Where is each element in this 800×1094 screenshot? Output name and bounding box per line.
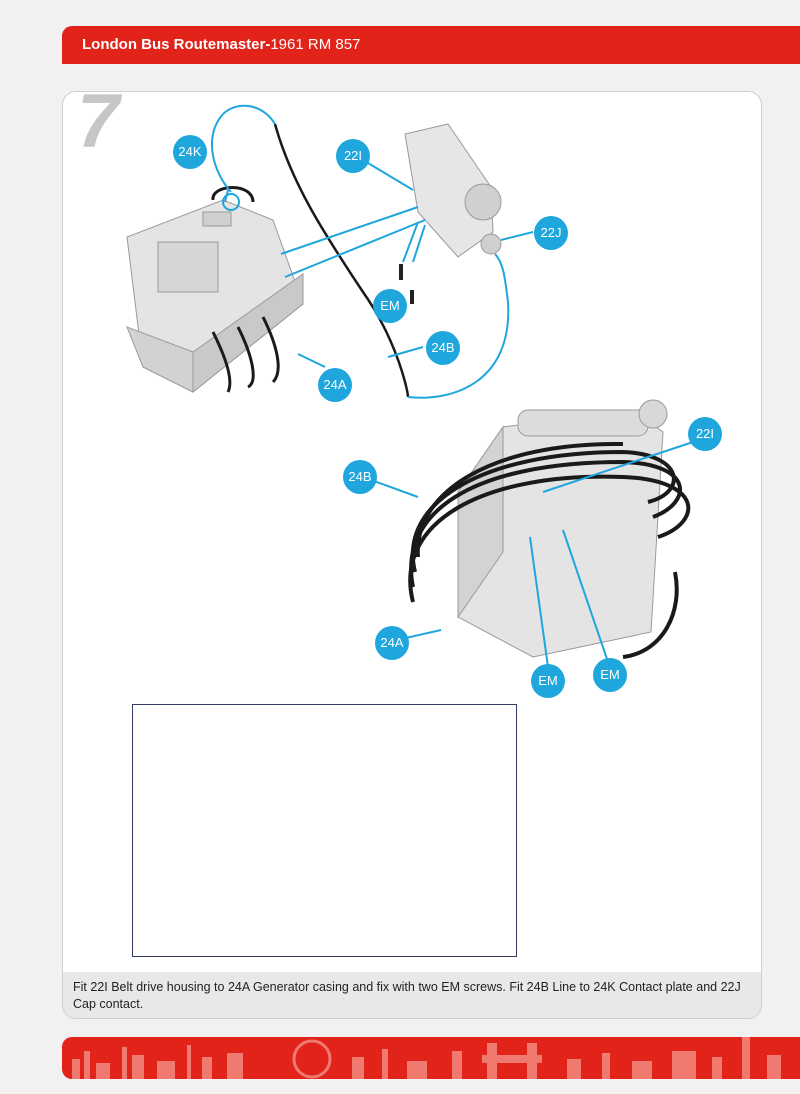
header-title-regular: 1961 RM 857 [270,36,361,53]
header-bar: London Bus Routemaster-1961 RM 857 [62,26,800,64]
step-number: 7 [77,91,120,164]
instruction-caption: Fit 22I Belt drive housing to 24A Genera… [63,972,761,1018]
callout-24B-middle: 24B [343,460,377,494]
callout-24K: 24K [173,135,207,169]
callout-22I-top: 22I [336,139,370,173]
belt-drive-housing-drawing-top [404,123,502,258]
instruction-panel: 7 [62,91,762,1019]
header-title-bold: London Bus Routemaster- [82,36,271,53]
completed-assembly-inset [132,704,517,957]
callout-22I-middle: 22I [688,417,722,451]
callout-EM-middle-left: EM [531,664,565,698]
assembled-unit-drawing-middle [457,399,668,658]
footer-skyline-strip [62,1037,800,1079]
callout-24A-middle: 24A [375,626,409,660]
leader-lines-top [210,104,534,399]
em-screws-top [399,264,414,304]
callout-EM-top: EM [373,289,407,323]
cables-top [211,123,410,398]
callout-22J: 22J [534,216,568,250]
callout-EM-middle-right: EM [593,658,627,692]
generator-casing-drawing-top [126,199,304,394]
london-skyline-graphic [72,1037,781,1079]
callout-24A-top: 24A [318,368,352,402]
callout-24B-top: 24B [426,331,460,365]
